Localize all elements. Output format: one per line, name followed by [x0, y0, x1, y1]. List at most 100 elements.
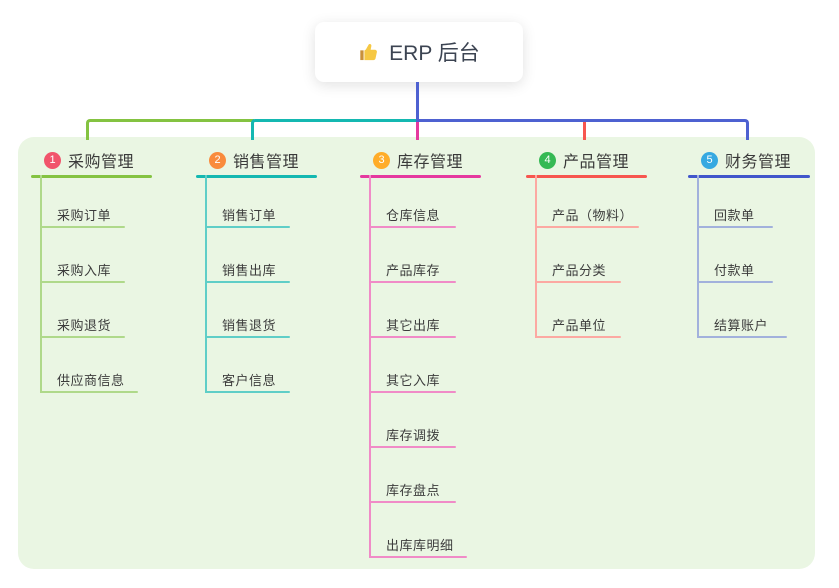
child-node-label[interactable]: 库存调拨 [386, 428, 441, 443]
child-node: 销售退货 [205, 316, 290, 338]
thumbs-up-icon [358, 41, 380, 63]
branch-product: 4 产品管理 产品（物料） 产品分类 产品单位 [526, 148, 686, 338]
child-node: 产品（物料） [535, 206, 639, 228]
badge-1: 1 [44, 151, 61, 169]
child-underline [369, 336, 456, 338]
branch-stem [40, 175, 42, 393]
child-node-label[interactable]: 采购退货 [57, 318, 112, 333]
child-node-label[interactable]: 回款单 [714, 208, 755, 223]
child-node-label[interactable]: 库存盘点 [386, 483, 441, 498]
child-node: 库存盘点 [369, 481, 456, 503]
branch-label: 采购管理 [68, 154, 135, 171]
child-node: 供应商信息 [40, 371, 138, 393]
child-underline [697, 281, 773, 283]
connector-root-stem [416, 82, 419, 122]
child-node: 付款单 [697, 261, 773, 283]
child-node: 采购退货 [40, 316, 125, 338]
child-node: 采购入库 [40, 261, 125, 283]
child-node: 销售订单 [205, 206, 290, 228]
child-underline [535, 226, 639, 228]
branch-label: 财务管理 [725, 154, 792, 171]
child-node: 库存调拨 [369, 426, 456, 448]
child-node-label[interactable]: 产品分类 [552, 263, 607, 278]
child-node-label[interactable]: 产品单位 [552, 318, 607, 333]
branch-stem [205, 175, 207, 393]
child-node: 其它入库 [369, 371, 456, 393]
child-underline [40, 281, 125, 283]
child-underline [369, 501, 456, 503]
child-underline [205, 281, 290, 283]
branch-stem [369, 175, 371, 558]
child-underline [40, 336, 125, 338]
child-node: 仓库信息 [369, 206, 456, 228]
branch-purchase: 1 采购管理 采购订单 采购入库 采购退货 供应商信息 [31, 148, 191, 393]
connector-branch-3 [416, 122, 419, 140]
child-node-label[interactable]: 供应商信息 [57, 373, 125, 388]
branch-stem [697, 175, 699, 338]
child-underline [369, 556, 467, 558]
branch-stem [535, 175, 537, 338]
branch-inventory-header[interactable]: 3 库存管理 [360, 148, 520, 172]
child-node-label[interactable]: 采购入库 [57, 263, 112, 278]
branch-sales-header[interactable]: 2 销售管理 [196, 148, 356, 172]
child-underline [369, 281, 456, 283]
root-node[interactable]: ERP 后台 [315, 22, 523, 82]
branch-underline [31, 175, 152, 178]
child-node-label[interactable]: 销售退货 [222, 318, 277, 333]
branch-underline [526, 175, 647, 178]
branch-purchase-header[interactable]: 1 采购管理 [31, 148, 191, 172]
child-underline [369, 391, 456, 393]
child-underline [40, 226, 125, 228]
child-node: 产品分类 [535, 261, 621, 283]
child-node-label[interactable]: 出库库明细 [386, 538, 454, 553]
branch-underline [688, 175, 810, 178]
connector-branch-5 [416, 119, 749, 140]
child-underline [205, 336, 290, 338]
child-underline [40, 391, 138, 393]
badge-5: 5 [701, 151, 718, 169]
child-node-label[interactable]: 客户信息 [222, 373, 277, 388]
child-node-label[interactable]: 其它出库 [386, 318, 441, 333]
branch-product-header[interactable]: 4 产品管理 [526, 148, 686, 172]
branch-inventory: 3 库存管理 仓库信息 产品库存 其它出库 其它入库 库存调拨 库存盘点 [360, 148, 520, 558]
child-node: 回款单 [697, 206, 773, 228]
child-node-label[interactable]: 仓库信息 [386, 208, 441, 223]
branch-label: 库存管理 [397, 154, 464, 171]
root-title: ERP 后台 [389, 42, 480, 65]
branches-panel [18, 137, 815, 569]
branch-label: 产品管理 [563, 154, 630, 171]
child-node: 销售出库 [205, 261, 290, 283]
branch-underline [196, 175, 317, 178]
child-node: 客户信息 [205, 371, 290, 393]
child-node-label[interactable]: 付款单 [714, 263, 755, 278]
child-underline [697, 226, 773, 228]
child-node-label[interactable]: 产品（物料） [552, 208, 634, 223]
child-node-label[interactable]: 其它入库 [386, 373, 441, 388]
badge-2: 2 [209, 151, 226, 169]
child-underline [369, 226, 456, 228]
child-node: 产品单位 [535, 316, 621, 338]
child-node: 其它出库 [369, 316, 456, 338]
branch-sales: 2 销售管理 销售订单 销售出库 销售退货 客户信息 [196, 148, 356, 393]
connector-branch-1 [86, 119, 254, 140]
child-node-label[interactable]: 采购订单 [57, 208, 112, 223]
branch-underline [360, 175, 481, 178]
connector-branch-4 [583, 122, 586, 140]
child-node-label[interactable]: 销售订单 [222, 208, 277, 223]
child-node: 出库库明细 [369, 536, 467, 558]
child-underline [535, 336, 621, 338]
branch-finance-header[interactable]: 5 财务管理 [688, 148, 839, 172]
child-underline [369, 446, 456, 448]
child-node-label[interactable]: 结算账户 [714, 318, 769, 333]
child-node: 结算账户 [697, 316, 787, 338]
child-node-label[interactable]: 产品库存 [386, 263, 441, 278]
child-underline [205, 391, 290, 393]
child-underline [697, 336, 787, 338]
branch-finance: 5 财务管理 回款单 付款单 结算账户 [688, 148, 839, 338]
child-underline [535, 281, 621, 283]
child-node-label[interactable]: 销售出库 [222, 263, 277, 278]
branch-label: 销售管理 [233, 154, 300, 171]
child-node: 产品库存 [369, 261, 456, 283]
badge-3: 3 [373, 151, 390, 169]
